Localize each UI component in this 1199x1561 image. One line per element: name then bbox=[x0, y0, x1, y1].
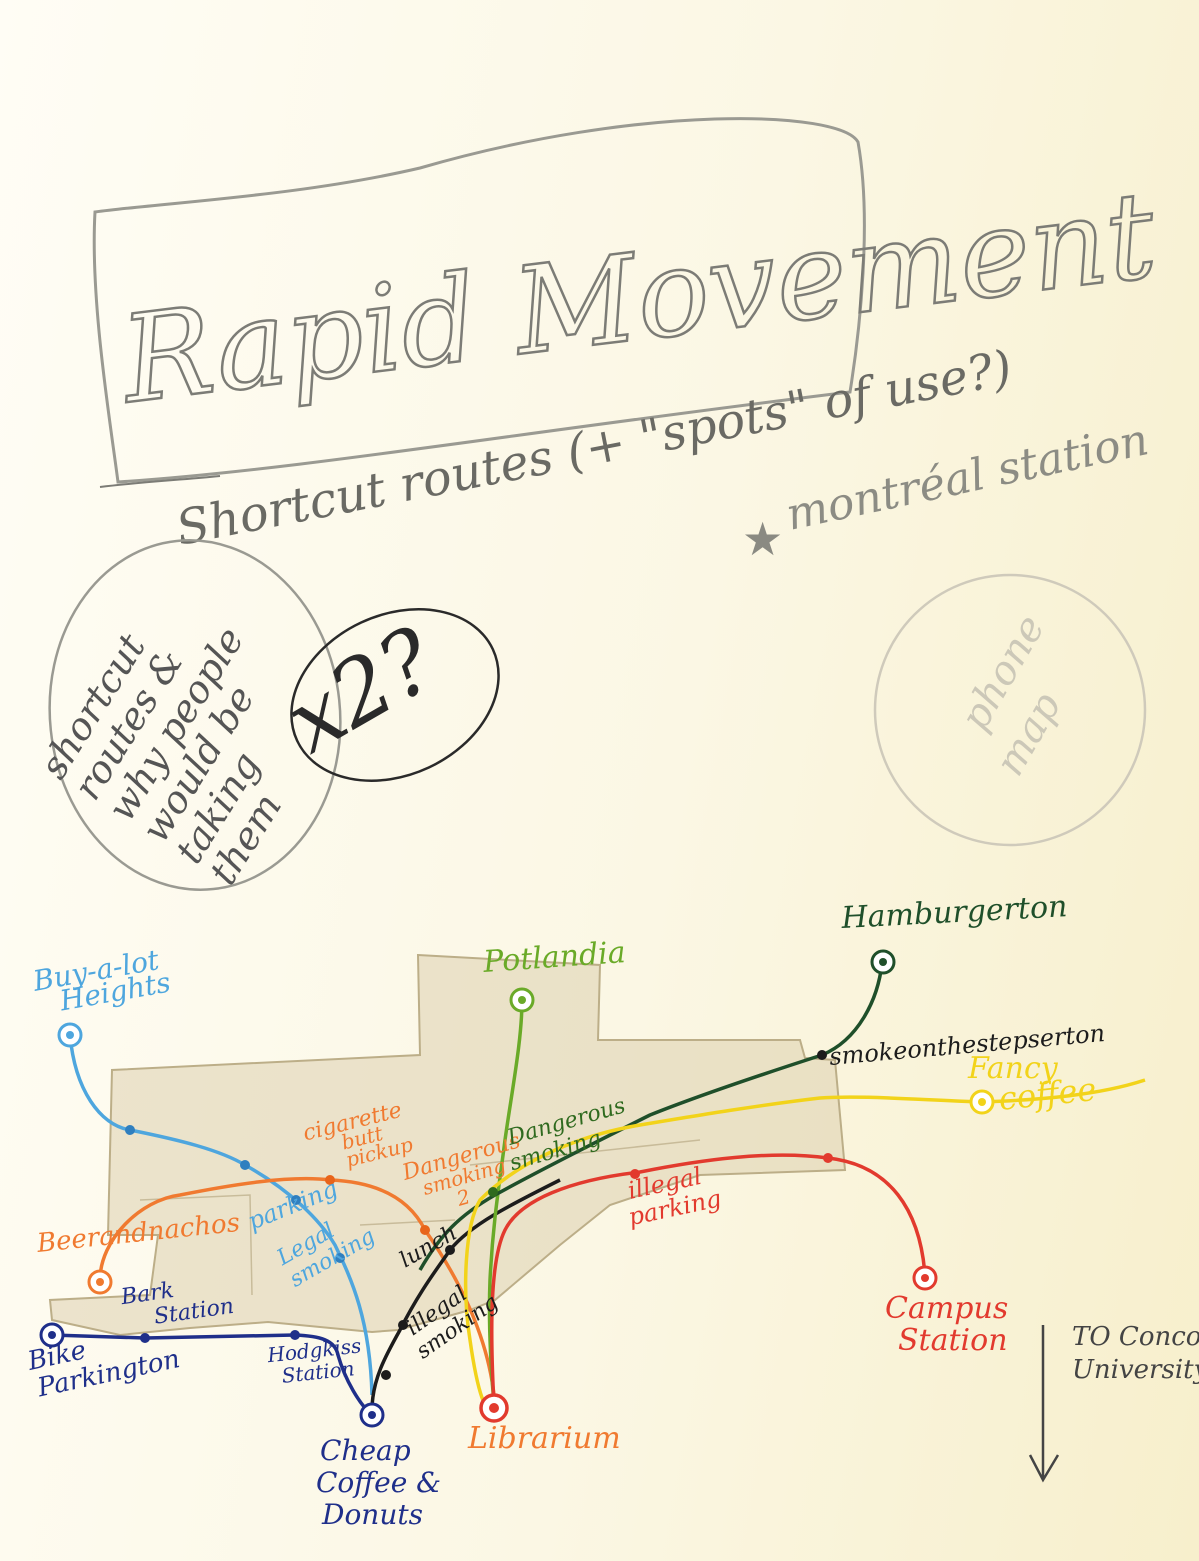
terminal-potlandia[interactable] bbox=[511, 989, 533, 1011]
stop-red-upper[interactable] bbox=[823, 1153, 833, 1163]
label-hamburgerton: Hamburgerton bbox=[840, 889, 1069, 936]
label-librarium: Librarium bbox=[467, 1421, 621, 1456]
campus-line-1: Campus bbox=[885, 1291, 1008, 1326]
terminal-campus[interactable] bbox=[914, 1267, 936, 1289]
campus-line-2: Station bbox=[898, 1323, 1008, 1358]
x2-note: x2? bbox=[269, 607, 454, 773]
terminal-buy-a-lot[interactable] bbox=[59, 1024, 81, 1046]
terminal-hamburgerton[interactable] bbox=[872, 951, 894, 973]
stop-light-blue-2[interactable] bbox=[240, 1160, 250, 1170]
stop-hodgkiss[interactable] bbox=[290, 1330, 300, 1340]
cheap-coffee-line-3: Donuts bbox=[321, 1498, 423, 1531]
montreal-note-label: montréal station bbox=[782, 414, 1153, 541]
cheap-coffee-line-1: Cheap bbox=[320, 1434, 411, 1467]
label-campus: Campus Station bbox=[885, 1291, 1008, 1358]
stop-black-lower[interactable] bbox=[381, 1370, 391, 1380]
stop-smoke-on-the-steps[interactable] bbox=[817, 1050, 827, 1060]
stop-dangerous-smoking[interactable] bbox=[488, 1187, 498, 1197]
terminal-cheap-coffee[interactable] bbox=[361, 1404, 383, 1426]
stop-light-blue-1[interactable] bbox=[125, 1125, 135, 1135]
cheap-coffee-line-2: Coffee & bbox=[316, 1466, 441, 1499]
terminal-fancy-coffee[interactable] bbox=[971, 1091, 993, 1113]
terminal-beerandnachos[interactable] bbox=[89, 1271, 111, 1293]
concordia-line-2: University bbox=[1072, 1355, 1199, 1385]
stop-bark[interactable] bbox=[140, 1333, 150, 1343]
terminal-librarium[interactable] bbox=[481, 1395, 507, 1421]
label-buy-a-lot: Buy-a-lot Heights bbox=[30, 942, 173, 1022]
label-potlandia: Potlandia bbox=[481, 935, 627, 980]
label-cheap-coffee: Cheap Coffee & Donuts bbox=[316, 1434, 441, 1531]
star-icon: ★ bbox=[742, 512, 783, 566]
concordia-arrow-icon bbox=[1030, 1325, 1058, 1480]
concordia-line-1: TO Concordia bbox=[1072, 1322, 1199, 1352]
